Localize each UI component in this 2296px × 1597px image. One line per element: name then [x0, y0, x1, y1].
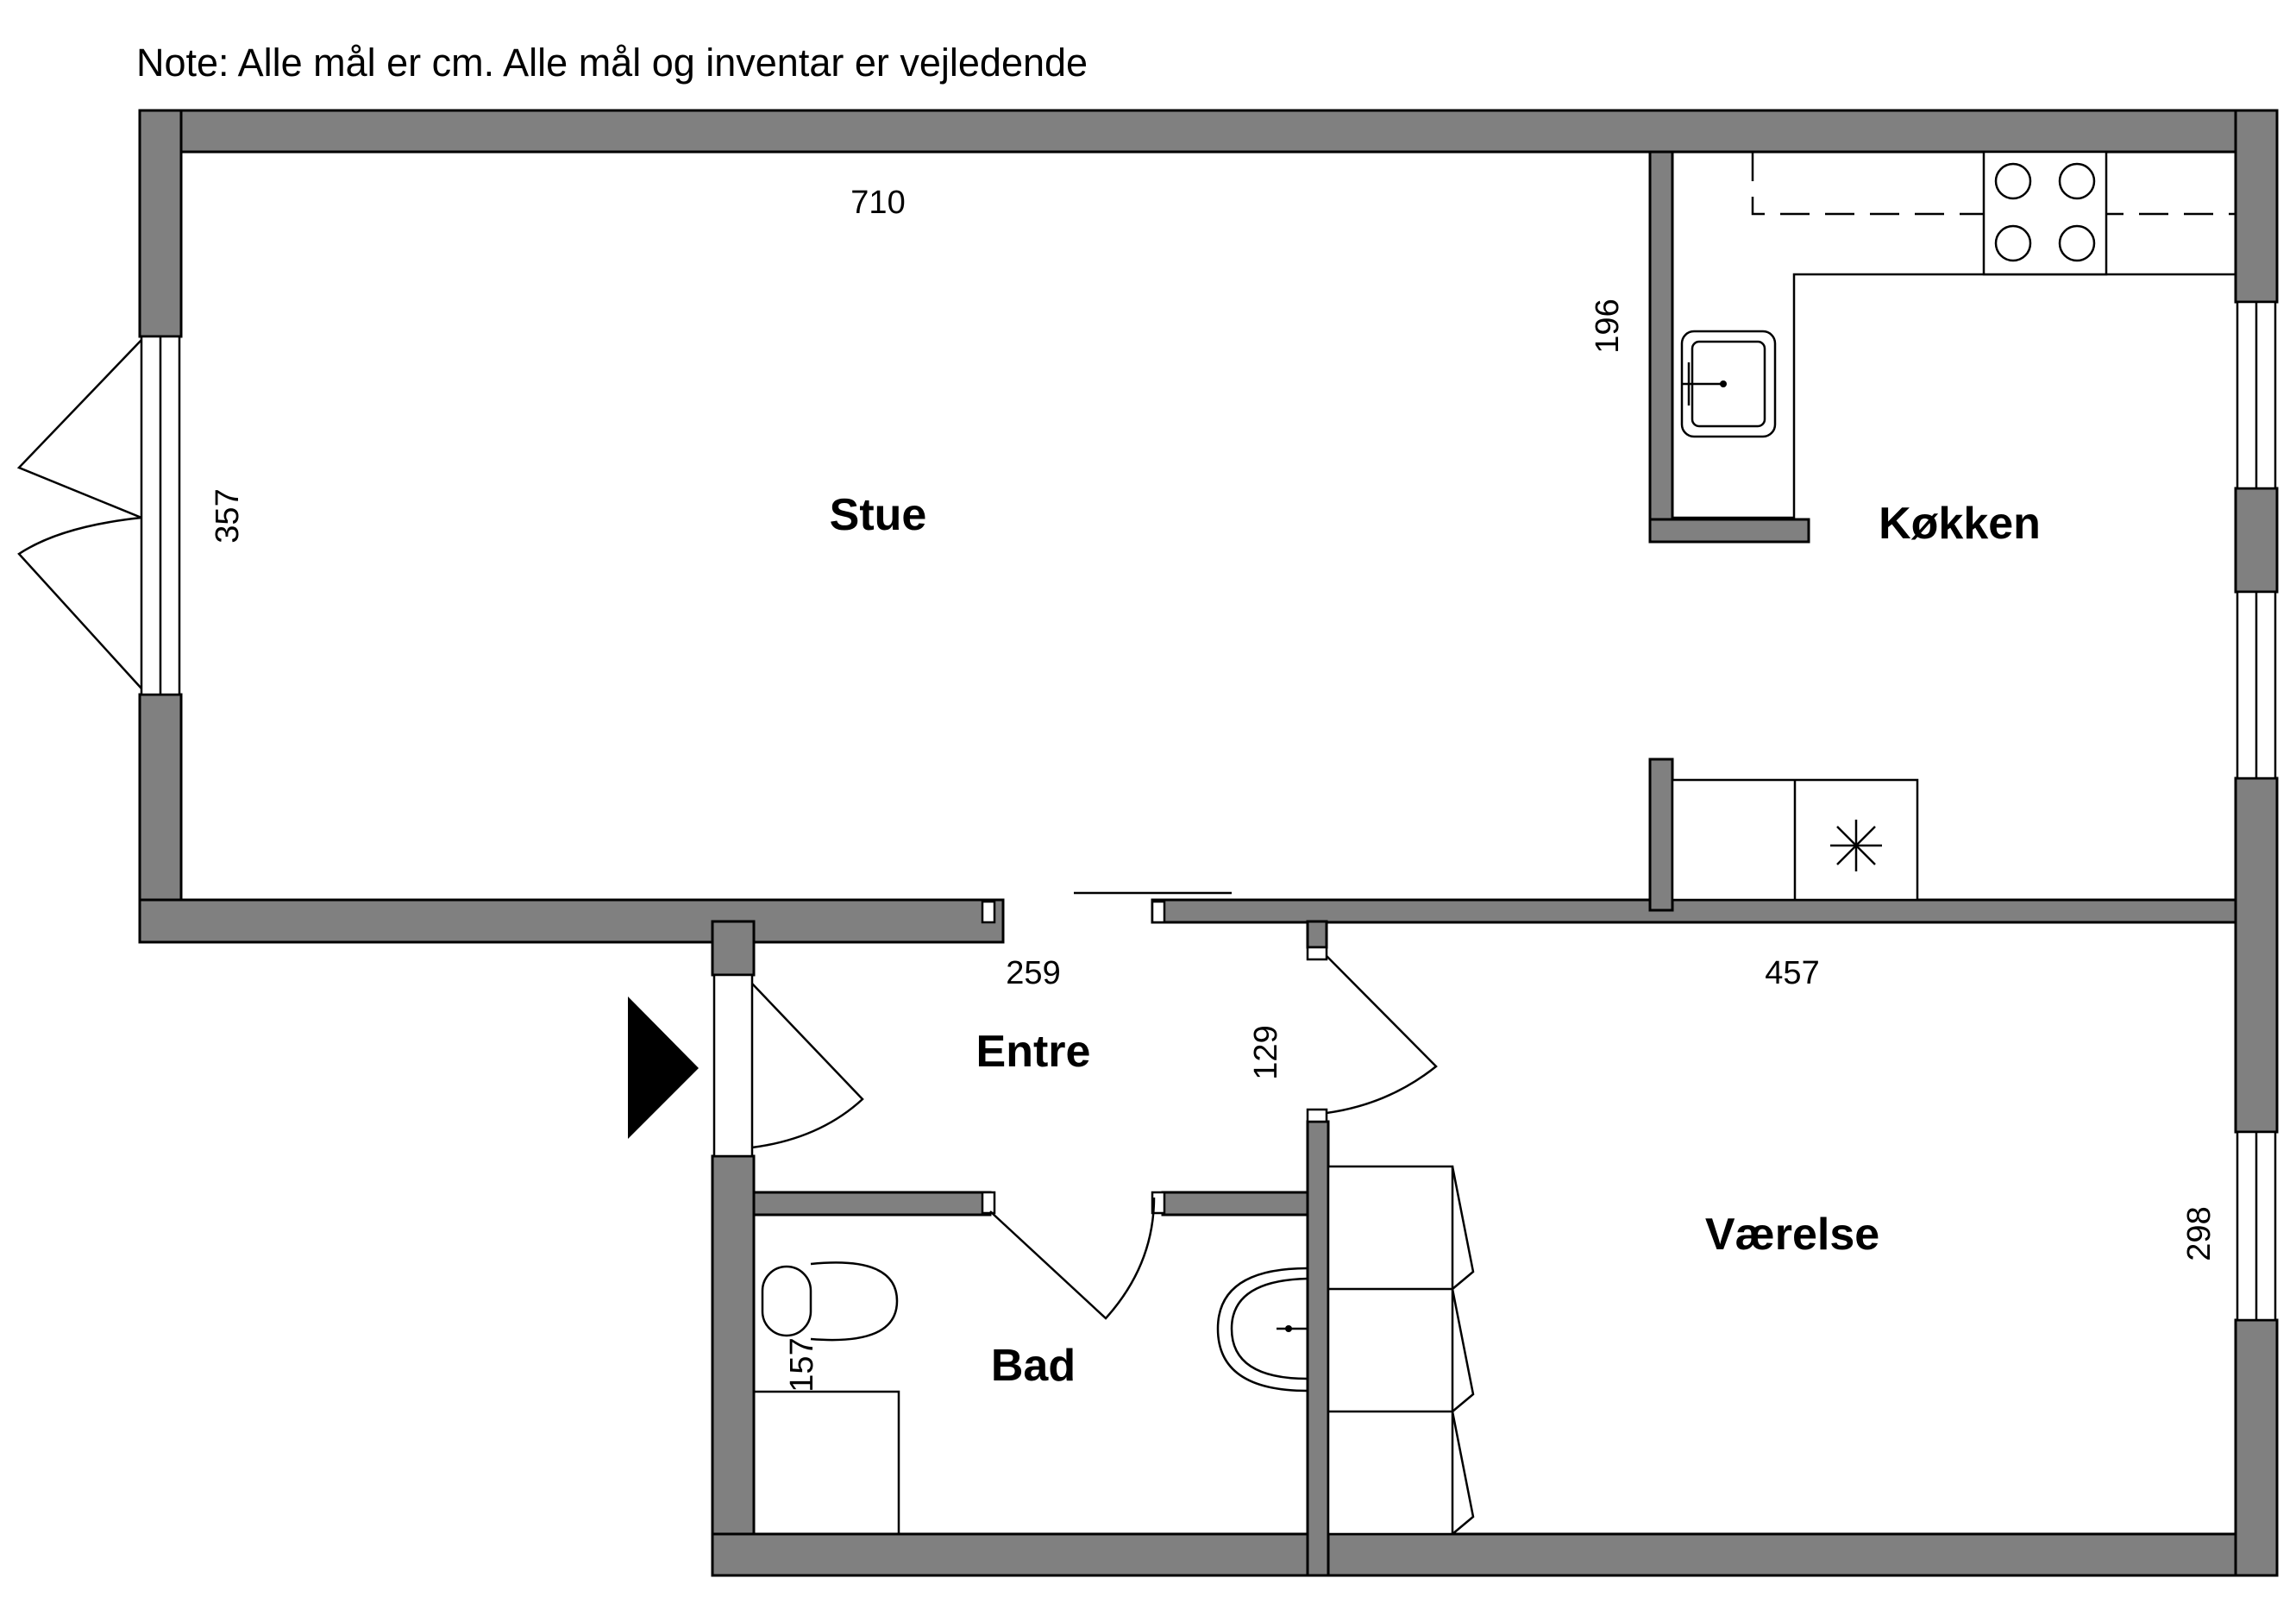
toilet-icon [761, 1261, 899, 1342]
dim-entre-width: 259 [1006, 955, 1060, 991]
windows [140, 300, 2277, 1322]
room-label-bad: Bad [991, 1341, 1076, 1391]
stove-icon [1982, 150, 2108, 276]
note-text: Note: Alle mål er cm. Alle mål og invent… [136, 41, 1088, 85]
entrance-arrow-icon [628, 997, 699, 1139]
jambs [981, 900, 1328, 1215]
dim-bad-depth: 157 [784, 1337, 820, 1392]
dim-stue-width: 710 [850, 185, 905, 221]
room-label-kokken: Køkken [1879, 499, 2041, 549]
washbasin-icon [1216, 1267, 1308, 1393]
room-labels: Stue Køkken Entre Bad Værelse [830, 490, 2041, 1391]
room-label-entre: Entre [976, 1027, 1091, 1077]
dim-entre-depth: 129 [1248, 1025, 1284, 1079]
walls [138, 109, 2279, 1577]
dim-vaerelse-depth: 298 [2181, 1206, 2218, 1261]
dim-vaerelse-width: 457 [1765, 955, 1819, 991]
dim-kokken-depth: 196 [1590, 299, 1626, 353]
ventilation-icon [1830, 820, 1882, 871]
dimension-labels: 710 357 196 259 129 457 298 157 [210, 185, 2218, 1393]
bath-fixtures [754, 1261, 1308, 1534]
room-label-stue: Stue [830, 490, 927, 540]
dim-stue-depth: 357 [210, 488, 246, 543]
wardrobe [1327, 1165, 1475, 1536]
doors [16, 339, 1438, 1320]
room-label-vaerelse: Værelse [1705, 1210, 1879, 1260]
sink-icon [1680, 330, 1777, 438]
kitchen-fixtures [1671, 150, 2236, 902]
